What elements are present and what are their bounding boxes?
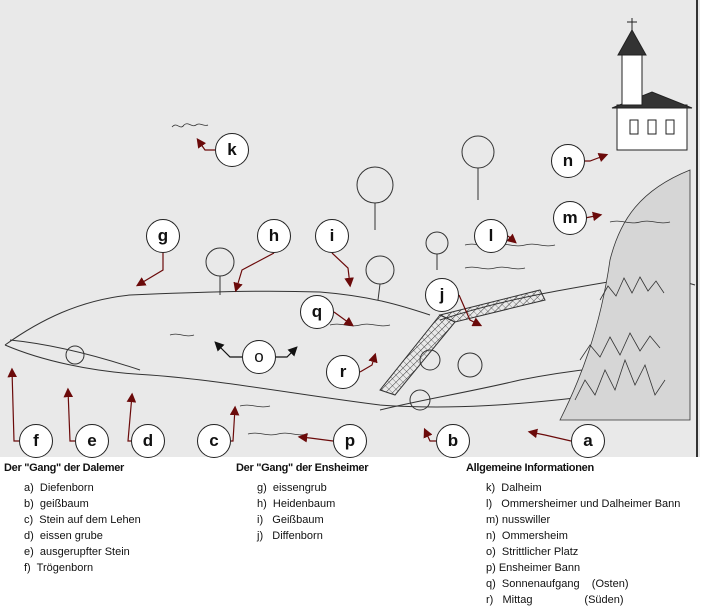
sketch-drawing [4, 0, 698, 457]
marker-r: r [326, 355, 360, 389]
legend-item: g) eissengrub [257, 482, 327, 494]
legend-item: e) ausgerupfter Stein [24, 546, 130, 558]
legend-item: q) Sonnenaufgang (Osten) [486, 578, 629, 590]
marker-n: n [551, 144, 585, 178]
legend-item: a) Diefenborn [24, 482, 94, 494]
legend-item: b) geißbaum [24, 498, 89, 510]
legend-item: n) Ommersheim [486, 530, 568, 542]
legend-dalemer-title: Der "Gang" der Dalemer [4, 462, 124, 474]
marker-p: p [333, 424, 367, 458]
marker-i: i [315, 219, 349, 253]
marker-g: g [146, 219, 180, 253]
marker-h: h [257, 219, 291, 253]
legend-item: f) Trögenborn [24, 562, 94, 574]
historical-sketch-map: k n m g h i l j q o r f e d c p b a [0, 0, 700, 458]
legend-item: l) Ommersheimer und Dalheimer Bann [486, 498, 681, 510]
legend-item: d) eissen grube [24, 530, 103, 542]
marker-b: b [436, 424, 470, 458]
marker-a: a [571, 424, 605, 458]
marker-j: j [425, 278, 459, 312]
marker-o: o [242, 340, 276, 374]
legend-item: i) Geißbaum [257, 514, 324, 526]
legend-item: p) Ensheimer Bann [486, 562, 581, 574]
legend-ensheimer-title: Der "Gang" der Ensheimer [236, 462, 369, 474]
legend-item: m) nusswiller [486, 514, 551, 526]
marker-m: m [553, 201, 587, 235]
legend-allgemein: Allgemeine Informationen k) Dalheim l) O… [466, 462, 680, 608]
legend-item: h) Heidenbaum [257, 498, 336, 510]
legend-item: k) Dalheim [486, 482, 542, 494]
legend-item: o) Strittlicher Platz [486, 546, 579, 558]
marker-d: d [131, 424, 165, 458]
marker-e: e [75, 424, 109, 458]
marker-k: k [215, 133, 249, 167]
legend-item: j) Diffenborn [257, 530, 323, 542]
legend-allgemein-title: Allgemeine Informationen [466, 462, 594, 474]
legend-ensheimer: Der "Gang" der Ensheimer g) eissengrub h… [236, 462, 369, 544]
legend-item: r) Mittag (Süden) [486, 594, 624, 606]
marker-c: c [197, 424, 231, 458]
marker-l: l [474, 219, 508, 253]
legend-item: c) Stein auf dem Lehen [24, 514, 141, 526]
marker-f: f [19, 424, 53, 458]
marker-q: q [300, 295, 334, 329]
legend-dalemer: Der "Gang" der Dalemer a) Diefenborn b) … [4, 462, 141, 576]
